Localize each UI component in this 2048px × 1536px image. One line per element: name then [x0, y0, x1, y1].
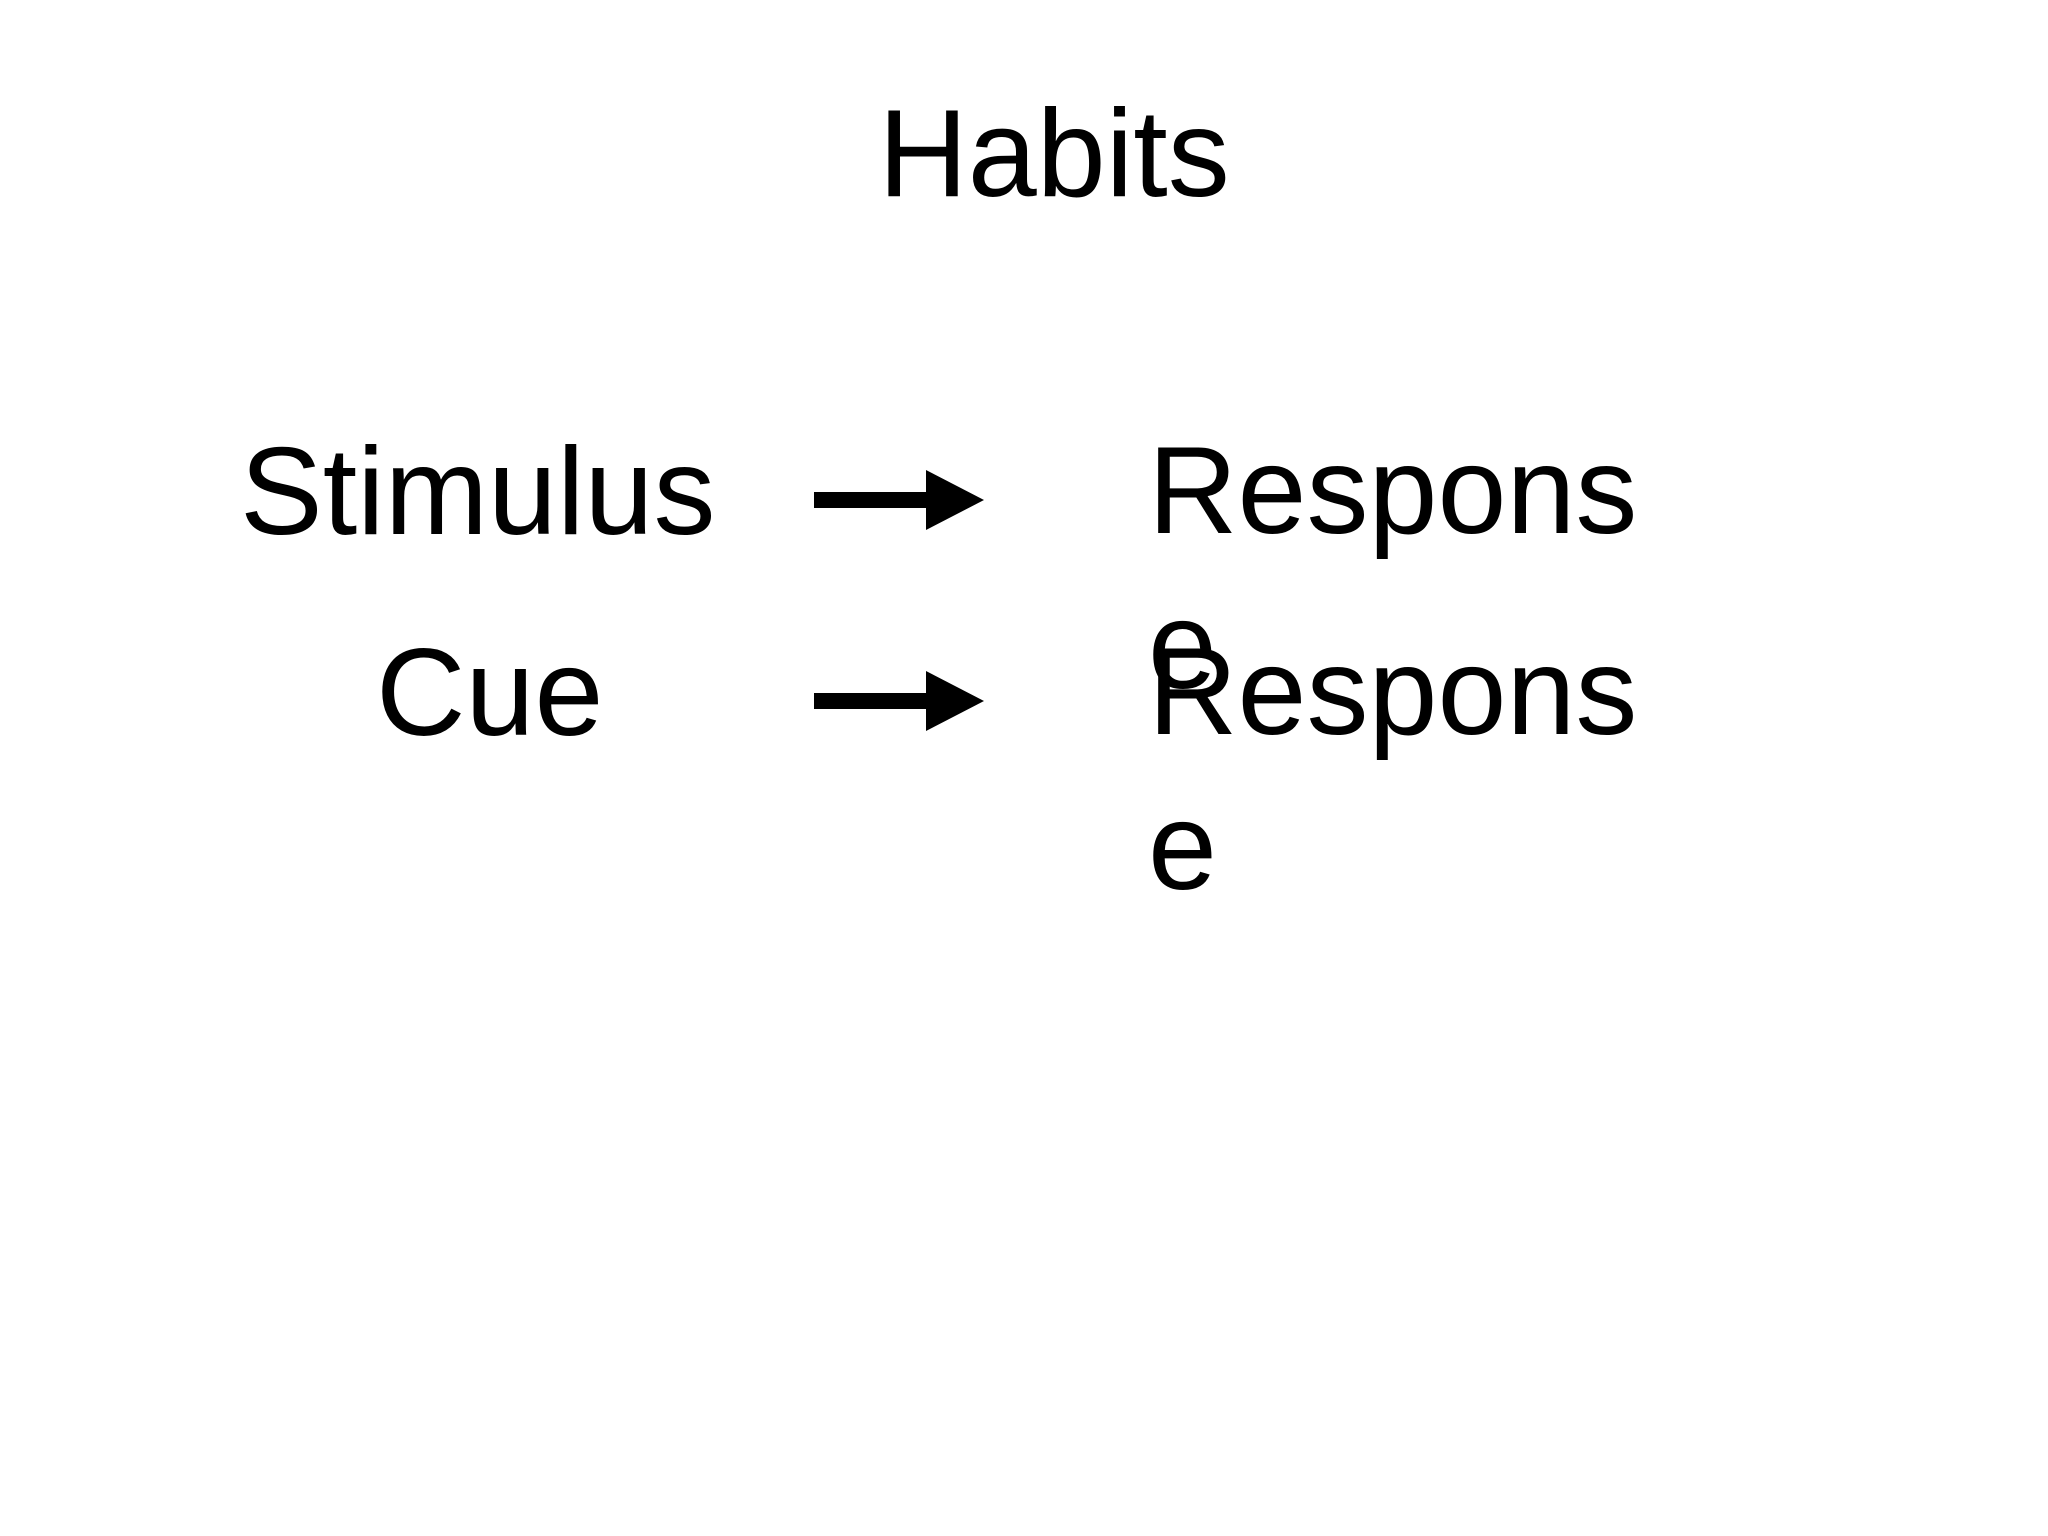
response-label: Response	[1148, 623, 1638, 916]
cue-label: Cue	[376, 624, 604, 762]
right-arrow-icon	[814, 470, 984, 530]
right-arrow-icon	[814, 671, 984, 731]
response-label: Response	[1148, 422, 1638, 715]
slide-title: Habits	[878, 85, 1230, 223]
stimulus-label: Stimulus	[240, 423, 716, 561]
